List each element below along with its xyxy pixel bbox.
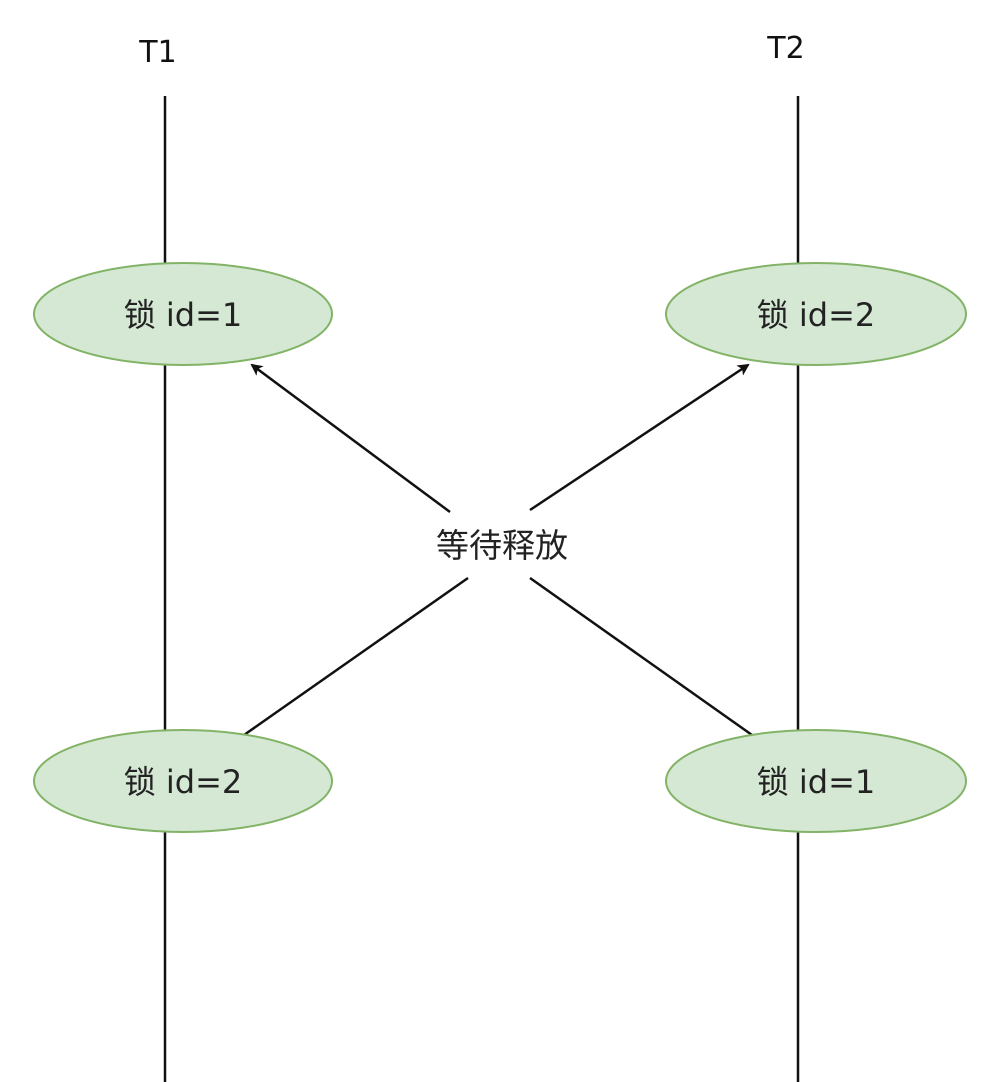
t2-lock-top-node: 锁 id=2	[665, 262, 967, 366]
line-from-t1-lock-bottom	[243, 576, 469, 737]
t1-lock-bottom-node: 锁 id=2	[33, 729, 333, 833]
t1-lock-top-node: 锁 id=1	[33, 262, 333, 366]
t1-lock-bottom-label: 锁 id=2	[124, 763, 243, 801]
t2-label: T2	[766, 31, 804, 66]
t2-lock-bottom-label: 锁 id=1	[757, 763, 876, 801]
t1-label: T1	[138, 35, 176, 70]
arrow-to-t2-lock-top	[529, 363, 750, 512]
wait-release-label: 等待释放	[436, 526, 568, 565]
arrow-to-t1-lock-top	[250, 363, 451, 514]
t1-lock-top-label: 锁 id=1	[124, 296, 243, 334]
t2-lock-top-label: 锁 id=2	[757, 296, 876, 334]
t2-lock-bottom-node: 锁 id=1	[665, 729, 967, 833]
line-from-t2-lock-bottom	[529, 576, 753, 737]
